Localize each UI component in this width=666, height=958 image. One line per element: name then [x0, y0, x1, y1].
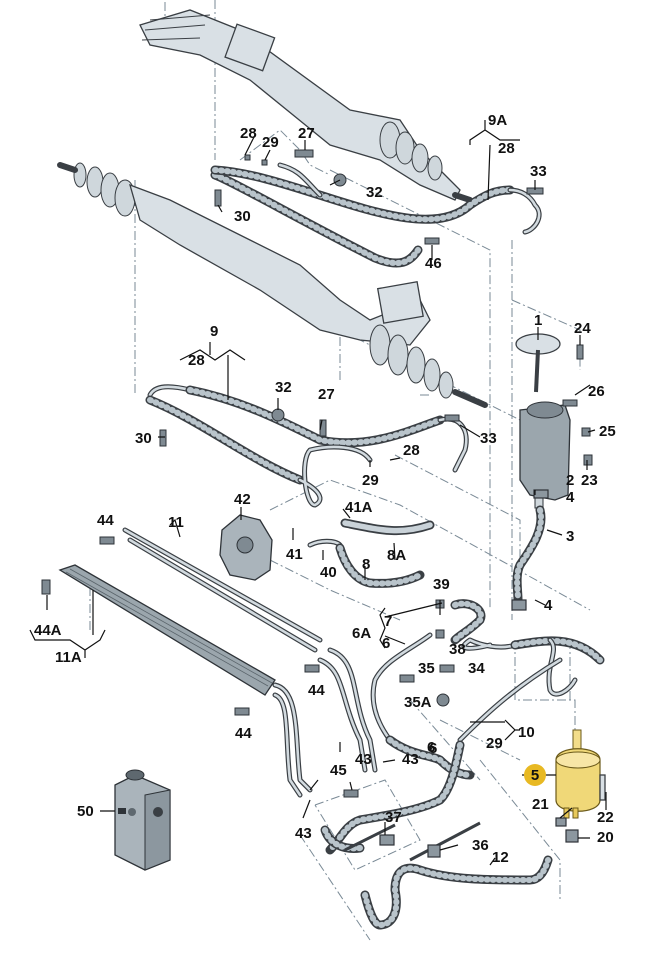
label-4: 4 — [566, 489, 575, 506]
label-33: 33 — [530, 163, 547, 180]
label-2: 2 — [566, 472, 575, 489]
label-35a: 35A — [404, 694, 432, 711]
label-29: 29 — [362, 472, 379, 489]
label-35: 35 — [418, 660, 435, 677]
label-44: 44 — [308, 682, 325, 699]
label-28: 28 — [240, 125, 257, 142]
label-33: 33 — [480, 430, 497, 447]
label-41a: 41A — [345, 499, 373, 516]
assembly-dash-lines — [59, 0, 591, 941]
label-43: 43 — [355, 751, 372, 768]
fluid-can — [114, 769, 171, 871]
label-6: 6 — [382, 635, 391, 652]
label-28: 28 — [188, 352, 205, 369]
label-20: 20 — [597, 829, 614, 846]
label-50: 50 — [77, 803, 94, 820]
label-29: 29 — [486, 735, 503, 752]
label-28: 28 — [403, 442, 420, 459]
label-22: 22 — [597, 809, 614, 826]
label-44a: 44A — [34, 622, 62, 639]
hose-set-9 — [145, 384, 469, 508]
label-10: 10 — [518, 724, 535, 741]
reservoir — [511, 333, 571, 611]
label-6: 6 — [427, 739, 436, 756]
label-27: 27 — [298, 125, 315, 142]
label-29: 29 — [262, 134, 279, 151]
steering-rack-upper — [139, 9, 473, 203]
label-40: 40 — [320, 564, 337, 581]
label-39: 39 — [433, 576, 450, 593]
label-12: 12 — [492, 849, 509, 866]
label-6a: 6A — [352, 625, 372, 642]
label-25: 25 — [599, 423, 616, 440]
label-32: 32 — [366, 184, 383, 201]
label-30: 30 — [234, 208, 251, 225]
label-38: 38 — [449, 641, 466, 658]
oil-cooler-11a — [58, 564, 313, 798]
label-8: 8 — [362, 556, 371, 573]
cooler-loop-11 — [122, 527, 378, 773]
label-3: 3 — [566, 528, 575, 545]
label-11: 11 — [168, 514, 184, 531]
label-26: 26 — [588, 383, 605, 400]
label-24: 24 — [574, 320, 591, 337]
label-44: 44 — [235, 725, 252, 742]
label-28: 28 — [498, 140, 515, 157]
label-34: 34 — [468, 660, 485, 677]
label-30: 30 — [135, 430, 152, 447]
label-46: 46 — [425, 255, 442, 272]
label-8a: 8A — [387, 547, 407, 564]
label-1: 1 — [534, 312, 543, 329]
label-7: 7 — [384, 613, 393, 630]
label-5-highlighted: 5 — [524, 764, 546, 786]
hose-clamps — [344, 821, 481, 862]
label-43: 43 — [295, 825, 312, 842]
label-23: 23 — [581, 472, 598, 489]
label-21: 21 — [532, 796, 549, 813]
label-45: 45 — [330, 762, 347, 779]
label-6: 6 — [429, 740, 438, 757]
label-27: 27 — [318, 386, 335, 403]
label-41: 41 — [286, 546, 303, 563]
pressure-hoses-8 — [307, 518, 435, 588]
label-37: 37 — [385, 809, 402, 826]
steering-rack-lower — [57, 162, 488, 408]
hose-set-9a — [210, 162, 542, 268]
fasteners — [41, 149, 593, 798]
label-32: 32 — [275, 379, 292, 396]
label-44: 44 — [97, 512, 114, 529]
label-4: 4 — [544, 597, 553, 614]
label-11a: 11A — [55, 649, 82, 666]
label-42: 42 — [234, 491, 251, 508]
return-hoses — [320, 599, 605, 930]
power-steering-pump — [219, 514, 273, 581]
label-9a: 9A — [488, 112, 508, 129]
label-43: 43 — [402, 751, 419, 768]
fluid-filter — [555, 729, 606, 843]
label-36: 36 — [472, 837, 489, 854]
label-9: 9 — [210, 323, 219, 340]
